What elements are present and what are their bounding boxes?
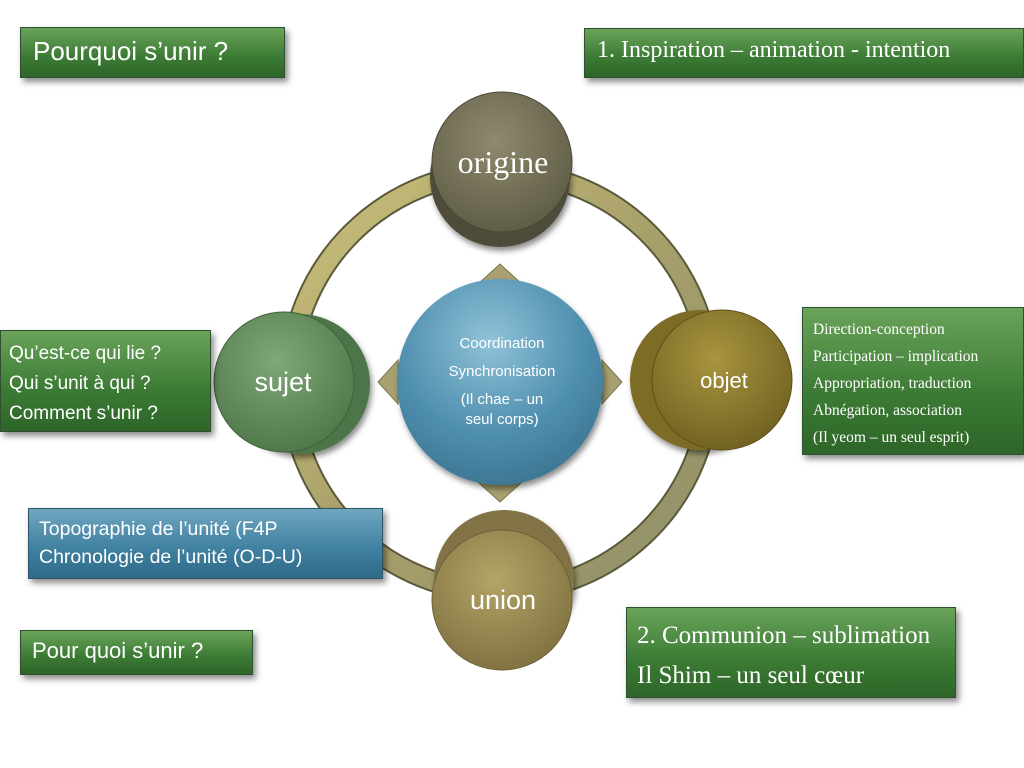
title-box: Pourquoi s’unir ? [20, 27, 285, 78]
page-title: Pourquoi s’unir ? [33, 36, 229, 66]
node-objet-label: objet [700, 368, 748, 393]
node-union [431, 529, 573, 671]
node-sujet [213, 311, 355, 453]
question-item: Qu’est-ce qui lie ? [9, 343, 162, 364]
questions-box: Qu’est-ce qui lie ? Qui s’unit à qui ? C… [0, 330, 211, 432]
question-item: Qui s’unit à qui ? [9, 373, 151, 394]
pour-quoi-text: Pour quoi s’unir ? [32, 638, 204, 663]
inspiration-box: 1. Inspiration – animation - intention [584, 28, 1024, 78]
objet-detail-item: Participation – implication [813, 348, 979, 365]
node-union-label: union [470, 585, 536, 615]
center-text-3: (Il chae – un [461, 391, 544, 408]
node-origine [431, 91, 573, 233]
center-text-1: Coordination [459, 335, 544, 352]
pour-quoi-box: Pour quoi s’unir ? [20, 630, 253, 675]
center-text-2: Synchronisation [449, 363, 556, 380]
topography-item: Topographie de l’unité (F4P [39, 518, 278, 540]
objet-details-box: Direction-conception Participation – imp… [802, 307, 1024, 455]
objet-detail-item: Appropriation, traduction [813, 375, 972, 392]
node-sujet-label: sujet [254, 367, 312, 397]
topography-box: Topographie de l’unité (F4P Chronologie … [28, 508, 383, 579]
center-text-4: seul corps) [465, 411, 538, 428]
communion-subtitle: Il Shim – un seul cœur [637, 662, 865, 689]
chronology-item: Chronologie de l’unité (O-D-U) [39, 546, 303, 568]
objet-detail-item: Abnégation, association [813, 402, 962, 419]
node-objet [651, 309, 793, 451]
center-circle [397, 279, 603, 485]
question-item: Comment s’unir ? [9, 403, 158, 424]
communion-box: 2. Communion – sublimation Il Shim – un … [626, 607, 956, 698]
objet-detail-item: (Il yeom – un seul esprit) [813, 429, 970, 446]
inspiration-text: 1. Inspiration – animation - intention [597, 37, 951, 63]
objet-detail-item: Direction-conception [813, 321, 945, 338]
node-origine-label: origine [458, 144, 549, 180]
communion-title: 2. Communion – sublimation [637, 622, 931, 649]
